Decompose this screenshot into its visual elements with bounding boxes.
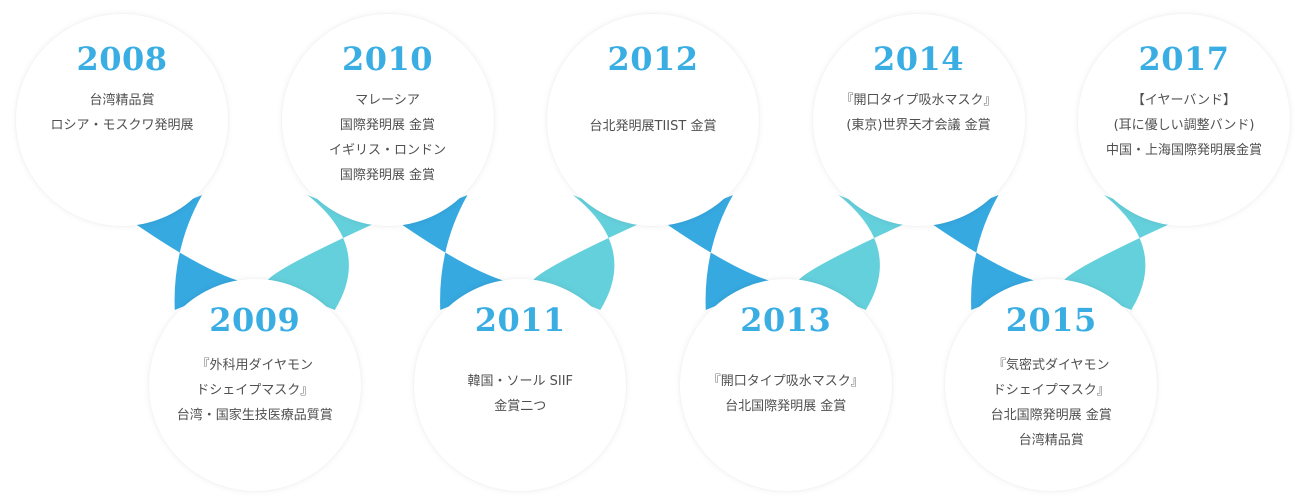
milestone-awards: 『開口タイプ吸水マスク』台北国際発明展 金賞 [686,369,886,419]
connector-2008-2009 [134,195,243,310]
milestone-2013: 2013 『開口タイプ吸水マスク』台北国際発明展 金賞 [679,279,892,491]
award-line: 国際発明展 金賞 [339,168,436,183]
milestone-year: 2015 [1005,301,1097,339]
milestone-year: 2009 [209,301,301,339]
connector-2015-2017 [1063,195,1172,310]
award-line: 国際発明展 金賞 [339,118,436,133]
award-line: ドシェイプマスク』 [196,383,314,398]
milestone-awards: 台北発明展TIIST 金賞 [553,114,753,139]
connector-2012-2013 [665,195,774,310]
milestone-2017: 2017 【イヤーバンド】 (耳に優しい調整バンド) 中国・上海国際発明展金賞 [1078,14,1290,226]
award-line: 『気密式ダイヤモン [992,358,1110,373]
award-line: 台湾・国家生技医療品質賞 [176,408,333,423]
milestone-awards: 『気密式ダイヤモンドシェイプマスク』台北国際発明展 金賞台湾精品賞 [951,353,1151,453]
award-line: マレーシア [355,93,420,108]
award-line: ドシェイプマスク』 [992,383,1110,398]
milestone-awards: 台湾精品賞ロシア・モスクワ発明展 [22,88,222,138]
award-line: 台北発明展TIIST 金賞 [589,119,717,134]
award-line: 『開口タイプ吸水マスク』 [707,374,864,389]
award-line: 『外科用ダイヤモン [196,358,314,373]
connector-2013-2014 [797,195,907,310]
milestone-year: 2011 [474,301,566,339]
milestone-year: 2010 [341,40,434,78]
connector-2014-2015 [930,195,1040,310]
milestone-year: 2017 [1138,40,1230,78]
milestone-2012: 2012 台北発明展TIIST 金賞 [547,14,759,226]
award-line: 中国・上海国際発明展金賞 [1105,143,1262,158]
award-line: (東京)世界天才会議 金賞 [846,118,991,133]
milestone-awards: 韓国・ソール SIIF 金賞二つ [420,369,620,419]
milestone-awards: 『外科用ダイヤモンドシェイプマスク』台湾・国家生技医療品質賞 [155,353,355,428]
milestone-year: 2014 [872,40,965,78]
connector-2009-2010 [266,195,376,310]
award-line: 台湾精品賞 [1018,433,1084,448]
award-line: イギリス・ロンドン [328,143,446,158]
milestone-2011: 2011 韓国・ソール SIIF 金賞二つ [414,279,627,491]
milestone-2009: 2009 『外科用ダイヤモンドシェイプマスク』台湾・国家生技医療品質賞 [148,279,361,491]
milestone-year: 2008 [76,40,168,78]
milestone-year: 2012 [607,40,699,78]
milestone-awards: 【イヤーバンド】 (耳に優しい調整バンド) 中国・上海国際発明展金賞 [1084,88,1284,163]
milestone-2014: 2014 『開口タイプ吸水マスク』 (東京)世界天才会議 金賞 [812,14,1025,226]
milestone-awards: 『開口タイプ吸水マスク』 (東京)世界天才会議 金賞 [819,88,1019,138]
milestone-2008: 2008 台湾精品賞ロシア・モスクワ発明展 [16,14,228,226]
milestone-awards: マレーシア国際発明展 金賞イギリス・ロンドン国際発明展 金賞 [288,88,488,188]
award-line: 金賞二つ [494,399,547,414]
milestone-year: 2013 [740,301,832,339]
award-line: 台北国際発明展 金賞 [725,399,847,414]
award-line: 韓国・ソール SIIF [467,374,574,389]
award-line: ロシア・モスクワ発明展 [50,118,194,133]
award-line: 台北国際発明展 金賞 [990,408,1112,423]
connector-2010-2011 [399,195,509,310]
milestone-2010: 2010 マレーシア国際発明展 金賞イギリス・ロンドン国際発明展 金賞 [281,14,494,226]
milestone-2015: 2015 『気密式ダイヤモンドシェイプマスク』台北国際発明展 金賞台湾精品賞 [945,279,1158,491]
award-line: 『開口タイプ吸水マスク』 [840,93,997,108]
award-line: 【イヤーバンド】 [1131,93,1237,108]
award-line: (耳に優しい調整バンド) [1113,118,1255,133]
connector-2011-2012 [532,195,641,310]
award-line: 台湾精品賞 [89,93,155,108]
